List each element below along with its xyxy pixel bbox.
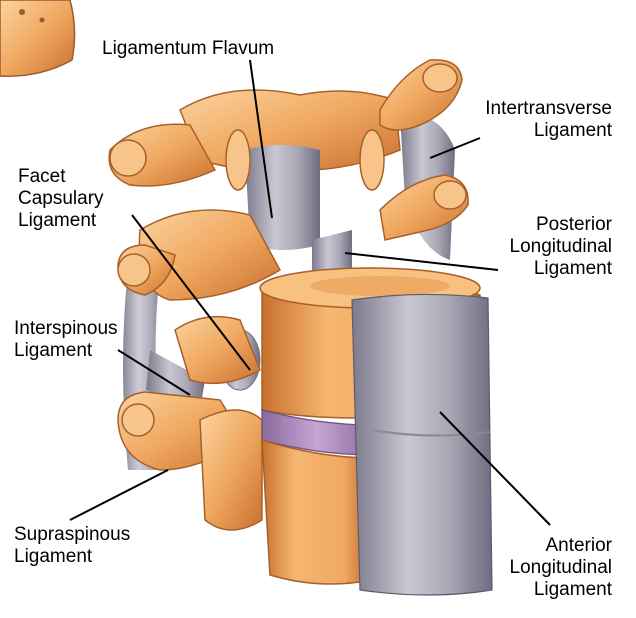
label-ligamentum-flavum: Ligamentum Flavum — [102, 38, 275, 59]
label-posterior-longitudinal-ligament: Posterior Longitudinal Ligament — [509, 214, 612, 279]
bone-fragment — [0, 0, 76, 77]
anterior-longitudinal-ligament-shape — [351, 293, 493, 596]
label-intertransverse-ligament: Intertransverse Ligament — [485, 98, 612, 141]
leader-lines — [69, 59, 551, 526]
label-anterior-longitudinal-ligament: Anterior Longitudinal Ligament — [509, 535, 612, 600]
label-facet-capsulary-ligament: Facet Capsulary Ligament — [18, 166, 104, 231]
label-interspinous-ligament: Interspinous Ligament — [14, 318, 118, 361]
ligamentum-flavum-shape — [245, 145, 320, 250]
vertebral-body-lower — [261, 438, 373, 585]
label-supraspinous-ligament: Supraspinous Ligament — [14, 524, 131, 567]
